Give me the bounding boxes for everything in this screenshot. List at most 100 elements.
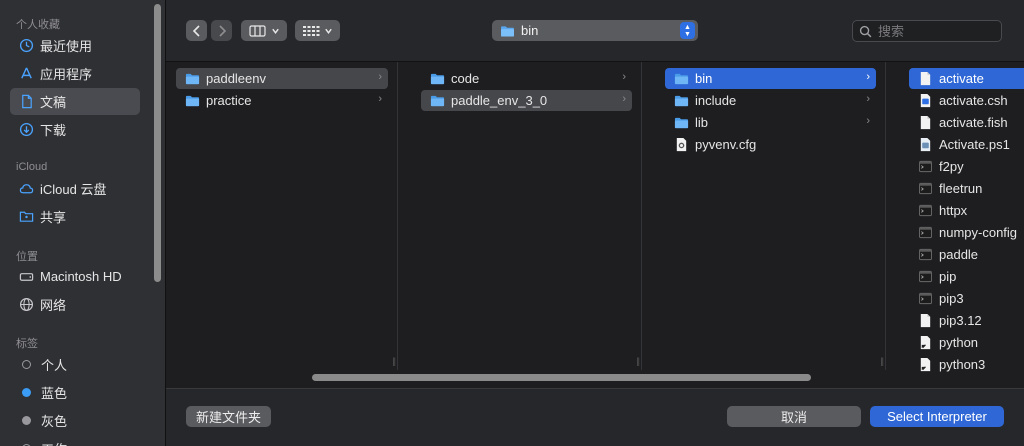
file-row-pip[interactable]: pip	[909, 266, 1024, 287]
file-row-pip3[interactable]: pip3	[909, 288, 1024, 309]
file-row-pyvenv-cfg[interactable]: pyvenv.cfg	[665, 134, 876, 155]
file-name: pip3	[939, 291, 964, 306]
sidebar-item-icloud-1[interactable]: 共享	[10, 203, 140, 230]
file-icon	[917, 93, 933, 109]
path-label: bin	[521, 23, 539, 38]
sidebar-item-label: 最近使用	[40, 39, 93, 54]
chevron-right-icon: ›	[866, 71, 870, 83]
terminal-exec-icon	[917, 225, 933, 241]
folder-icon	[673, 71, 689, 87]
group-button[interactable]	[295, 20, 340, 41]
column-3: ||bin›include›lib›pyvenv.cfg	[655, 62, 886, 370]
folder-icon	[501, 25, 514, 37]
file-row-activate-ps1[interactable]: Activate.ps1	[909, 134, 1024, 155]
horizontal-scrollbar[interactable]	[312, 374, 811, 381]
sidebar-scrollbar[interactable]	[154, 4, 161, 282]
chevron-right-icon: ›	[622, 93, 626, 105]
file-row-activate-csh[interactable]: activate.csh	[909, 90, 1024, 111]
file-icon	[673, 137, 689, 153]
sidebar-tag-3[interactable]: 工作	[10, 435, 140, 446]
terminal-exec-icon	[917, 203, 933, 219]
cancel-button[interactable]: 取消	[727, 406, 861, 427]
document-icon	[18, 94, 34, 110]
sidebar-item-favorites-0[interactable]: 最近使用	[10, 32, 140, 59]
file-row-paddleenv[interactable]: paddleenv›	[176, 68, 388, 89]
file-row-httpx[interactable]: httpx	[909, 200, 1024, 221]
apps-icon	[18, 66, 34, 82]
file-name: httpx	[939, 203, 968, 218]
file-name: python	[939, 335, 979, 350]
terminal-exec-icon	[917, 269, 933, 285]
file-row-paddle-env-3-0[interactable]: paddle_env_3_0 ›	[421, 90, 632, 111]
file-row-activate[interactable]: activate	[909, 68, 1024, 89]
chevron-right-icon: ›	[866, 93, 870, 105]
file-name: pyvenv.cfg	[695, 137, 757, 152]
chevron-right-icon	[218, 24, 226, 37]
file-name: fleetrun	[939, 181, 983, 196]
search-input[interactable]	[878, 23, 988, 39]
sidebar-item-locations-0[interactable]: Macintosh HD	[10, 263, 140, 290]
sidebar-item-favorites-3[interactable]: 下载	[10, 116, 140, 143]
view-mode-button[interactable]	[241, 20, 287, 41]
dialog-footer: 新建文件夹 取消 Select Interpreter	[166, 388, 1024, 446]
sidebar-tag-label: 蓝色	[41, 386, 68, 401]
select-interpreter-button[interactable]: Select Interpreter	[870, 406, 1004, 427]
updown-chevron-icon: ▲▼	[680, 22, 695, 39]
terminal-exec-icon	[917, 159, 933, 175]
column-resize-handle[interactable]: ||	[880, 356, 884, 366]
file-row-pip3-12[interactable]: pip3.12	[909, 310, 1024, 331]
hard-drive-icon	[18, 269, 34, 285]
file-row-python3[interactable]: python3	[909, 354, 1024, 375]
sidebar-item-locations-1[interactable]: 网络	[10, 291, 140, 318]
alias-file-icon	[917, 357, 933, 373]
column-resize-handle[interactable]: ||	[392, 356, 396, 366]
terminal-exec-icon	[917, 247, 933, 263]
file-row-numpy-config[interactable]: numpy-config	[909, 222, 1024, 243]
new-folder-button[interactable]: 新建文件夹	[186, 406, 271, 427]
file-icon	[917, 71, 933, 87]
file-row-fleetrun[interactable]: fleetrun	[909, 178, 1024, 199]
chevron-left-icon	[192, 24, 200, 37]
sidebar-item-favorites-1[interactable]: 应用程序	[10, 60, 140, 87]
file-row-f2py[interactable]: f2py	[909, 156, 1024, 177]
alias-file-icon	[917, 335, 933, 351]
search-field[interactable]	[852, 20, 1002, 42]
file-name: f2py	[939, 159, 964, 174]
sidebar: 个人收藏 最近使用应用程序文稿下载 iCloud iCloud 云盘共享 位置 …	[0, 0, 166, 446]
file-name: numpy-config	[939, 225, 1018, 240]
column-resize-handle[interactable]: ||	[636, 356, 640, 366]
globe-icon	[18, 297, 34, 313]
file-name: paddle_env_3_0	[451, 93, 548, 108]
file-row-python[interactable]: python	[909, 332, 1024, 353]
back-button[interactable]	[186, 20, 207, 41]
file-name: paddle	[939, 247, 979, 262]
folder-icon	[184, 71, 200, 87]
file-row-lib[interactable]: lib›	[665, 112, 876, 133]
file-row-include[interactable]: include›	[665, 90, 876, 111]
forward-button[interactable]	[211, 20, 232, 41]
column-2: || code› paddle_env_3_0 ›	[411, 62, 642, 370]
file-row-practice[interactable]: practice›	[176, 90, 388, 111]
sidebar-tag-1[interactable]: 蓝色	[10, 379, 140, 406]
file-name: lib	[695, 115, 709, 130]
sidebar-item-favorites-2[interactable]: 文稿	[10, 88, 140, 115]
file-row-bin[interactable]: bin›	[665, 68, 876, 89]
folder-icon	[673, 115, 689, 131]
cloud-icon	[18, 181, 34, 197]
columns-view-icon	[248, 24, 266, 37]
file-name: activate	[939, 71, 984, 86]
sidebar-section-icloud: iCloud	[16, 161, 48, 173]
path-popup[interactable]: bin ▲▼	[492, 20, 698, 41]
sidebar-item-label: 网络	[40, 298, 67, 313]
file-row-paddle[interactable]: paddle	[909, 244, 1024, 265]
sidebar-item-icloud-0[interactable]: iCloud 云盘	[10, 175, 140, 202]
file-row-code[interactable]: code›	[421, 68, 632, 89]
sidebar-tag-0[interactable]: 个人	[10, 351, 140, 378]
sidebar-item-label: 应用程序	[40, 67, 93, 82]
sidebar-tag-label: 工作	[41, 439, 67, 446]
folder-icon	[429, 71, 445, 87]
sidebar-tag-2[interactable]: 灰色	[10, 407, 140, 434]
folder-icon	[673, 93, 689, 109]
file-row-activate-fish[interactable]: activate.fish	[909, 112, 1024, 133]
sidebar-item-label: Macintosh HD	[40, 269, 122, 284]
